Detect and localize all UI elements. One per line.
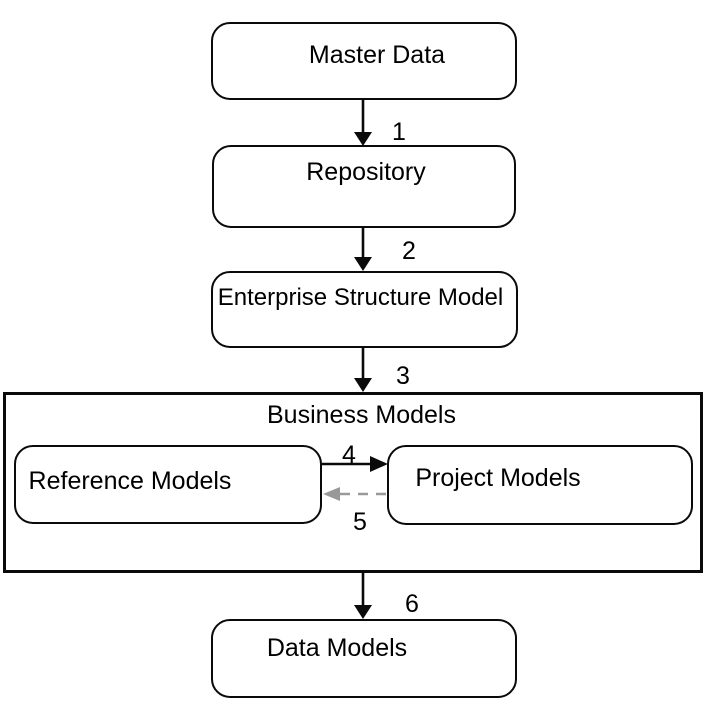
edge-label-2: 2 [402,237,416,265]
node-master-data-label: Master Data [308,41,446,70]
arrow-down-1-icon [354,100,372,146]
node-project-models-label: Project Models [415,464,581,493]
edge-label-1: 1 [392,118,406,146]
edge-label-3: 3 [396,362,410,390]
edge-label-5: 5 [353,508,367,536]
node-data-models-label: Data Models [266,633,408,662]
node-project-models: Project Models [387,445,693,525]
arrow-down-6-icon [354,573,372,619]
edge-label-6: 6 [405,590,419,618]
node-repository: Repository [212,145,516,228]
arrow-down-2-icon [354,228,372,271]
node-master-data: Master Data [211,22,517,100]
node-data-models: Data Models [211,619,517,698]
node-enterprise-structure-model-label: Enterprise Structure Model [217,284,504,312]
node-reference-models: Reference Models [14,445,322,524]
business-models-title: Business Models [267,401,456,429]
arrow-down-3-icon [354,348,372,392]
edge-label-4: 4 [342,441,356,469]
node-enterprise-structure-model: Enterprise Structure Model [211,271,518,348]
node-reference-models-label: Reference Models [28,466,232,495]
node-repository-label: Repository [306,157,426,186]
